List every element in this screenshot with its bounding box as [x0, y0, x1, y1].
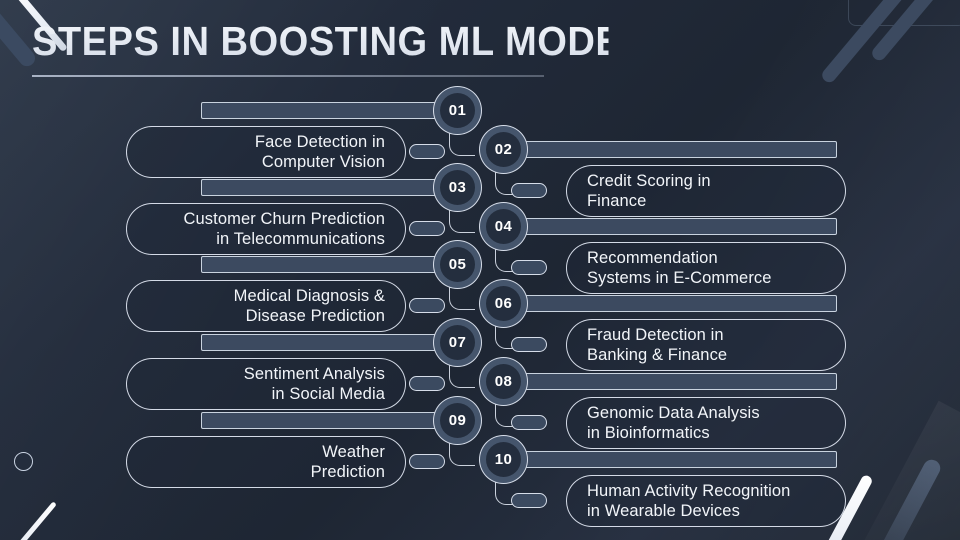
- step-number: 07: [448, 334, 467, 351]
- step-connector-capsule: [511, 493, 547, 508]
- step-connector-elbow: [495, 246, 521, 272]
- step-label: Human Activity Recognition in Wearable D…: [587, 481, 791, 521]
- step-connector-capsule: [511, 183, 547, 198]
- step-label: Recommendation Systems in E-Commerce: [587, 248, 772, 288]
- step-number-badge[interactable]: 10: [479, 435, 528, 484]
- decoration-bottom-right-corner: [844, 400, 960, 540]
- step-number: 10: [494, 451, 513, 468]
- step-number-inner: 09: [440, 403, 475, 438]
- step-number: 06: [494, 295, 513, 312]
- decoration-bottom-left-slash: [4, 501, 57, 540]
- step-number: 04: [494, 218, 513, 235]
- step-number-badge[interactable]: 08: [479, 357, 528, 406]
- step-connector-elbow: [495, 169, 521, 195]
- step-bar: [519, 141, 837, 158]
- step-connector-elbow: [495, 401, 521, 427]
- step-connector-capsule: [511, 415, 547, 430]
- step-number-inner: 05: [440, 247, 475, 282]
- step-bar: [519, 373, 837, 390]
- step-number-badge[interactable]: 09: [433, 396, 482, 445]
- step-connector-elbow: [449, 284, 475, 310]
- step-pill[interactable]: Recommendation Systems in E-Commerce: [566, 242, 846, 294]
- step-connector-capsule: [409, 298, 445, 313]
- step-number: 02: [494, 141, 513, 158]
- step-bar: [201, 412, 453, 429]
- title-block: STEPS IN BOOSTING ML MODEL: [32, 18, 652, 77]
- step-label: Customer Churn Prediction in Telecommuni…: [183, 209, 385, 249]
- step-bar: [201, 179, 453, 196]
- step-connector-capsule: [409, 221, 445, 236]
- step-connector-capsule: [409, 144, 445, 159]
- step-number-inner: 02: [486, 132, 521, 167]
- step-number-inner: 04: [486, 209, 521, 244]
- step-connector-capsule: [409, 454, 445, 469]
- step-label: Credit Scoring in Finance: [587, 171, 711, 211]
- step-number-inner: 07: [440, 325, 475, 360]
- step-connector-capsule: [409, 376, 445, 391]
- step-bar: [519, 451, 837, 468]
- step-connector-elbow: [495, 323, 521, 349]
- step-bar: [201, 334, 453, 351]
- step-connector-elbow: [495, 479, 521, 505]
- step-pill[interactable]: Fraud Detection in Banking & Finance: [566, 319, 846, 371]
- step-connector-elbow: [449, 362, 475, 388]
- step-number: 03: [448, 179, 467, 196]
- step-connector-capsule: [511, 260, 547, 275]
- step-label: Sentiment Analysis in Social Media: [243, 364, 385, 404]
- step-number-badge[interactable]: 03: [433, 163, 482, 212]
- step-label: Genomic Data Analysis in Bioinformatics: [587, 403, 760, 443]
- step-number-badge[interactable]: 02: [479, 125, 528, 174]
- step-connector-elbow: [449, 207, 475, 233]
- step-number: 05: [448, 256, 467, 273]
- step-number: 01: [448, 102, 467, 119]
- step-connector-elbow: [449, 440, 475, 466]
- step-connector-elbow: [449, 130, 475, 156]
- step-bar: [201, 102, 453, 119]
- decoration-top-right-slash-1: [819, 0, 927, 85]
- step-pill[interactable]: Sentiment Analysis in Social Media: [126, 358, 406, 410]
- step-number: 09: [448, 412, 467, 429]
- step-bar: [519, 295, 837, 312]
- step-number-inner: 06: [486, 286, 521, 321]
- step-number-badge[interactable]: 01: [433, 86, 482, 135]
- step-number-badge[interactable]: 06: [479, 279, 528, 328]
- step-pill[interactable]: Medical Diagnosis & Disease Prediction: [126, 280, 406, 332]
- step-pill[interactable]: Human Activity Recognition in Wearable D…: [566, 475, 846, 527]
- step-number-badge[interactable]: 04: [479, 202, 528, 251]
- decoration-bottom-left-circle: [14, 452, 33, 471]
- title-divider: [32, 75, 544, 77]
- step-label: Medical Diagnosis & Disease Prediction: [233, 286, 385, 326]
- decoration-bottom-right-fade: [857, 456, 944, 540]
- page-title: STEPS IN BOOSTING ML MODEL: [32, 18, 646, 64]
- step-pill[interactable]: Credit Scoring in Finance: [566, 165, 846, 217]
- step-pill[interactable]: Weather Prediction: [126, 436, 406, 488]
- step-number-badge[interactable]: 07: [433, 318, 482, 367]
- step-pill[interactable]: Customer Churn Prediction in Telecommuni…: [126, 203, 406, 255]
- step-connector-capsule: [511, 337, 547, 352]
- step-number-inner: 10: [486, 442, 521, 477]
- step-number-inner: 03: [440, 170, 475, 205]
- step-bar: [519, 218, 837, 235]
- decoration-top-right-slash-2: [869, 0, 960, 63]
- step-label: Weather Prediction: [310, 442, 385, 482]
- step-number-badge[interactable]: 05: [433, 240, 482, 289]
- step-pill[interactable]: Face Detection in Computer Vision: [126, 126, 406, 178]
- step-bar: [201, 256, 453, 273]
- step-number-inner: 08: [486, 364, 521, 399]
- decoration-top-right-frame: [848, 0, 960, 26]
- step-pill[interactable]: Genomic Data Analysis in Bioinformatics: [566, 397, 846, 449]
- step-number: 08: [494, 373, 513, 390]
- step-number-inner: 01: [440, 93, 475, 128]
- step-label: Fraud Detection in Banking & Finance: [587, 325, 728, 365]
- step-label: Face Detection in Computer Vision: [254, 132, 385, 172]
